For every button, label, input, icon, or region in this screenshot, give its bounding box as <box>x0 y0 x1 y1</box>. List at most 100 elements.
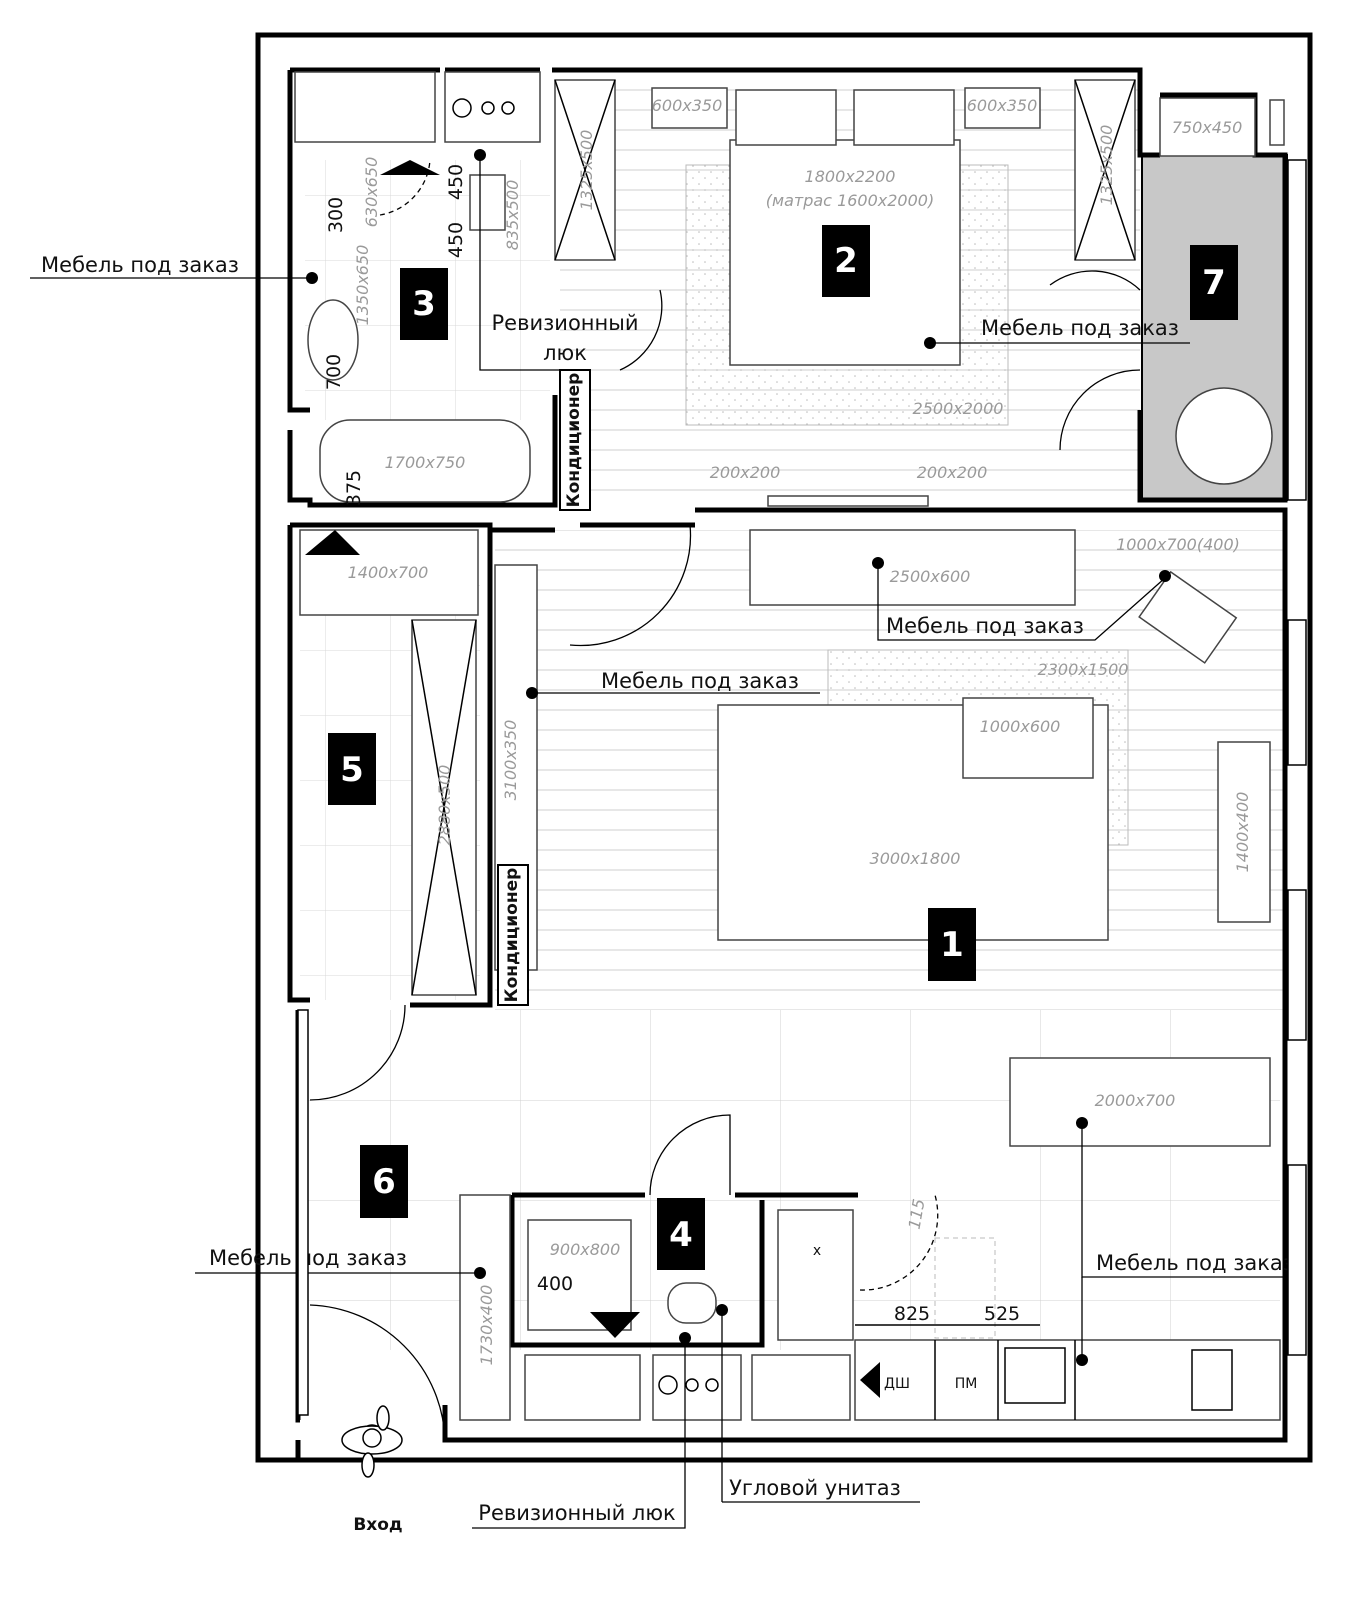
bathtub <box>319 419 531 503</box>
dim-wardrobe-right: 1325x500 <box>1097 125 1116 206</box>
shower <box>527 1219 632 1331</box>
dim-200-right: 200x200 <box>917 463 988 482</box>
dining-table <box>1009 1057 1271 1147</box>
nightstand-right <box>964 87 1041 129</box>
room-badge-7: 7 <box>1190 245 1238 320</box>
entrance-label: Вход <box>353 1515 402 1535</box>
custom-furniture-label-4: Мебель под заказ <box>601 669 799 693</box>
dim-coffee-table: 1000x600 <box>980 717 1061 736</box>
pm-label: ПМ <box>955 1376 978 1392</box>
dim-sofa: 3000x1800 <box>870 849 961 868</box>
dim-shelf: 3100x350 <box>501 720 520 801</box>
revision-hatch-label-2: люк <box>543 341 587 365</box>
dim-hall-cabinet: 1400x700 <box>348 563 429 582</box>
svg-text:5: 5 <box>340 750 364 790</box>
side-cabinet <box>1217 741 1271 923</box>
pillow-right <box>853 89 955 146</box>
cabinet-bottom-1 <box>524 1354 641 1421</box>
dim-450-top: 450 <box>445 164 467 200</box>
right-windows <box>297 159 1307 1416</box>
svg-text:6: 6 <box>372 1162 396 1202</box>
revision-hatch-label: Ревизионный <box>492 311 639 335</box>
dim-side-cabinet: 1400x400 <box>1233 792 1252 873</box>
corner-toilet-label: Угловой унитаз <box>729 1476 901 1500</box>
coffee-table <box>962 697 1094 779</box>
entrance-door <box>309 1304 446 1441</box>
room-badge-2: 2 <box>822 225 870 297</box>
dim-nightstand-left: 600x350 <box>652 96 723 115</box>
tv-console <box>749 529 1076 606</box>
cabinet-bottom-3 <box>751 1354 851 1421</box>
room-badge-4: 4 <box>657 1198 705 1270</box>
custom-furniture-label-3: Мебель под заказ <box>886 614 1084 638</box>
toilet <box>469 174 506 231</box>
bath-cabinet-top-right <box>444 71 541 143</box>
dim-630x650: 630x650 <box>362 157 381 228</box>
dim-desk: 1000x700(400) <box>1116 535 1240 554</box>
hall-built-in <box>459 1194 511 1421</box>
pillow-left <box>735 89 837 146</box>
desk-chair <box>1138 570 1238 664</box>
dishwasher-label: ДШ <box>884 1376 910 1392</box>
dim-tv-console: 2500x600 <box>890 567 971 586</box>
bath-cabinet-top-left <box>294 71 436 143</box>
svg-text:3: 3 <box>412 284 436 324</box>
dim-375: 375 <box>343 470 365 506</box>
dim-dining-table: 2000x700 <box>1095 1091 1176 1110</box>
person-icon <box>341 1405 403 1478</box>
bathroom-4-door <box>649 1114 731 1196</box>
balcony-cabinet <box>1159 97 1256 157</box>
dim-200-left: 200x200 <box>710 463 781 482</box>
room-badge-3: 3 <box>400 268 448 340</box>
bathroom-4-walls <box>509 1192 858 1348</box>
dim-balcony-cabinet: 750x450 <box>1172 118 1243 137</box>
balcony-round-table <box>1175 387 1273 485</box>
room-badge-6: 6 <box>360 1145 408 1218</box>
dim-825: 825 <box>894 1303 930 1325</box>
svg-text:4: 4 <box>669 1215 693 1255</box>
bedroom-door <box>1049 270 1141 451</box>
wardrobe-walls <box>287 522 695 1008</box>
dim-400: 400 <box>537 1273 573 1295</box>
dim-living-rug: 2300x1500 <box>1038 660 1129 679</box>
dim-bedroom-rug: 2500x2000 <box>913 399 1004 418</box>
dim-wardrobe-5: 2880x500 <box>435 765 454 846</box>
dim-525: 525 <box>984 1303 1020 1325</box>
bathroom-3-door <box>619 289 663 371</box>
dim-mattress: (матрас 1600x2000) <box>766 191 934 210</box>
dim-hall-built-in: 1730x400 <box>477 1285 496 1366</box>
dim-shower: 900x800 <box>550 1240 621 1259</box>
sink <box>307 299 359 381</box>
custom-furniture-label-6: Мебель под заказ <box>1096 1251 1294 1275</box>
ac-label-living: Кондиционер <box>502 868 522 1003</box>
nightstand-left <box>651 87 728 129</box>
dim-700: 700 <box>323 354 345 390</box>
dim-1350x650: 1350x650 <box>353 245 372 326</box>
outer-frame <box>255 32 1313 1463</box>
svg-text:2: 2 <box>834 241 858 281</box>
dim-nightstand-right: 600x350 <box>967 96 1038 115</box>
kitchen-counter <box>854 1339 1281 1421</box>
ac-label-bedroom: Кондиционер <box>564 373 584 508</box>
dim-450-bottom: 450 <box>445 222 467 258</box>
revision-hatch-bottom-label: Ревизионный люк <box>478 1501 675 1525</box>
top-walls <box>287 67 1288 503</box>
revision-hatch-leader <box>479 155 560 371</box>
custom-furniture-label-1: Мебель под заказ <box>41 253 239 277</box>
room-badge-1: 1 <box>928 908 976 981</box>
dim-bed: 1800x2200 <box>805 167 896 186</box>
washer-cabinet <box>777 1209 854 1341</box>
svg-text:1: 1 <box>940 925 964 965</box>
dim-wardrobe-left: 1325x500 <box>577 130 596 211</box>
custom-furniture-label-2: Мебель под заказ <box>981 316 1179 340</box>
room-badge-5: 5 <box>328 733 376 805</box>
corner-toilet <box>667 1282 717 1324</box>
wardrobe-door <box>309 1004 406 1101</box>
washer-x-label: x <box>813 1243 821 1259</box>
dim-bathtub: 1700x750 <box>385 453 466 472</box>
svg-text:7: 7 <box>1202 263 1226 303</box>
dim-835x500: 835x500 <box>503 180 522 251</box>
living-door <box>569 524 692 647</box>
tv-bedroom <box>767 495 929 507</box>
